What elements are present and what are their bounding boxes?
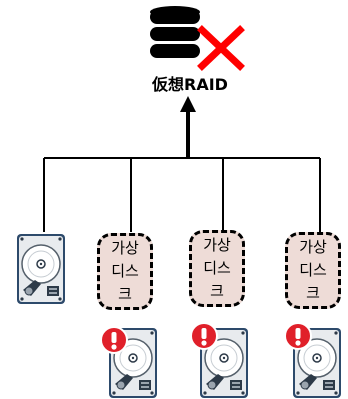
virtual-disk-3: 가상 디스 크 (285, 232, 341, 309)
database-icon (150, 6, 200, 58)
virtual-disk-1: 가상 디스 크 (97, 233, 153, 310)
hard-drive-icon (16, 233, 66, 305)
cross-icon (197, 25, 245, 71)
exclamation-icon (284, 322, 312, 350)
arrow-up-icon (180, 96, 196, 158)
raid-label: 仮想RAID (152, 75, 228, 94)
exclamation-icon (100, 326, 128, 354)
virtual-disk-2: 가상 디스 크 (189, 230, 245, 307)
connection-lines (43, 157, 321, 232)
exclamation-icon (190, 322, 218, 350)
